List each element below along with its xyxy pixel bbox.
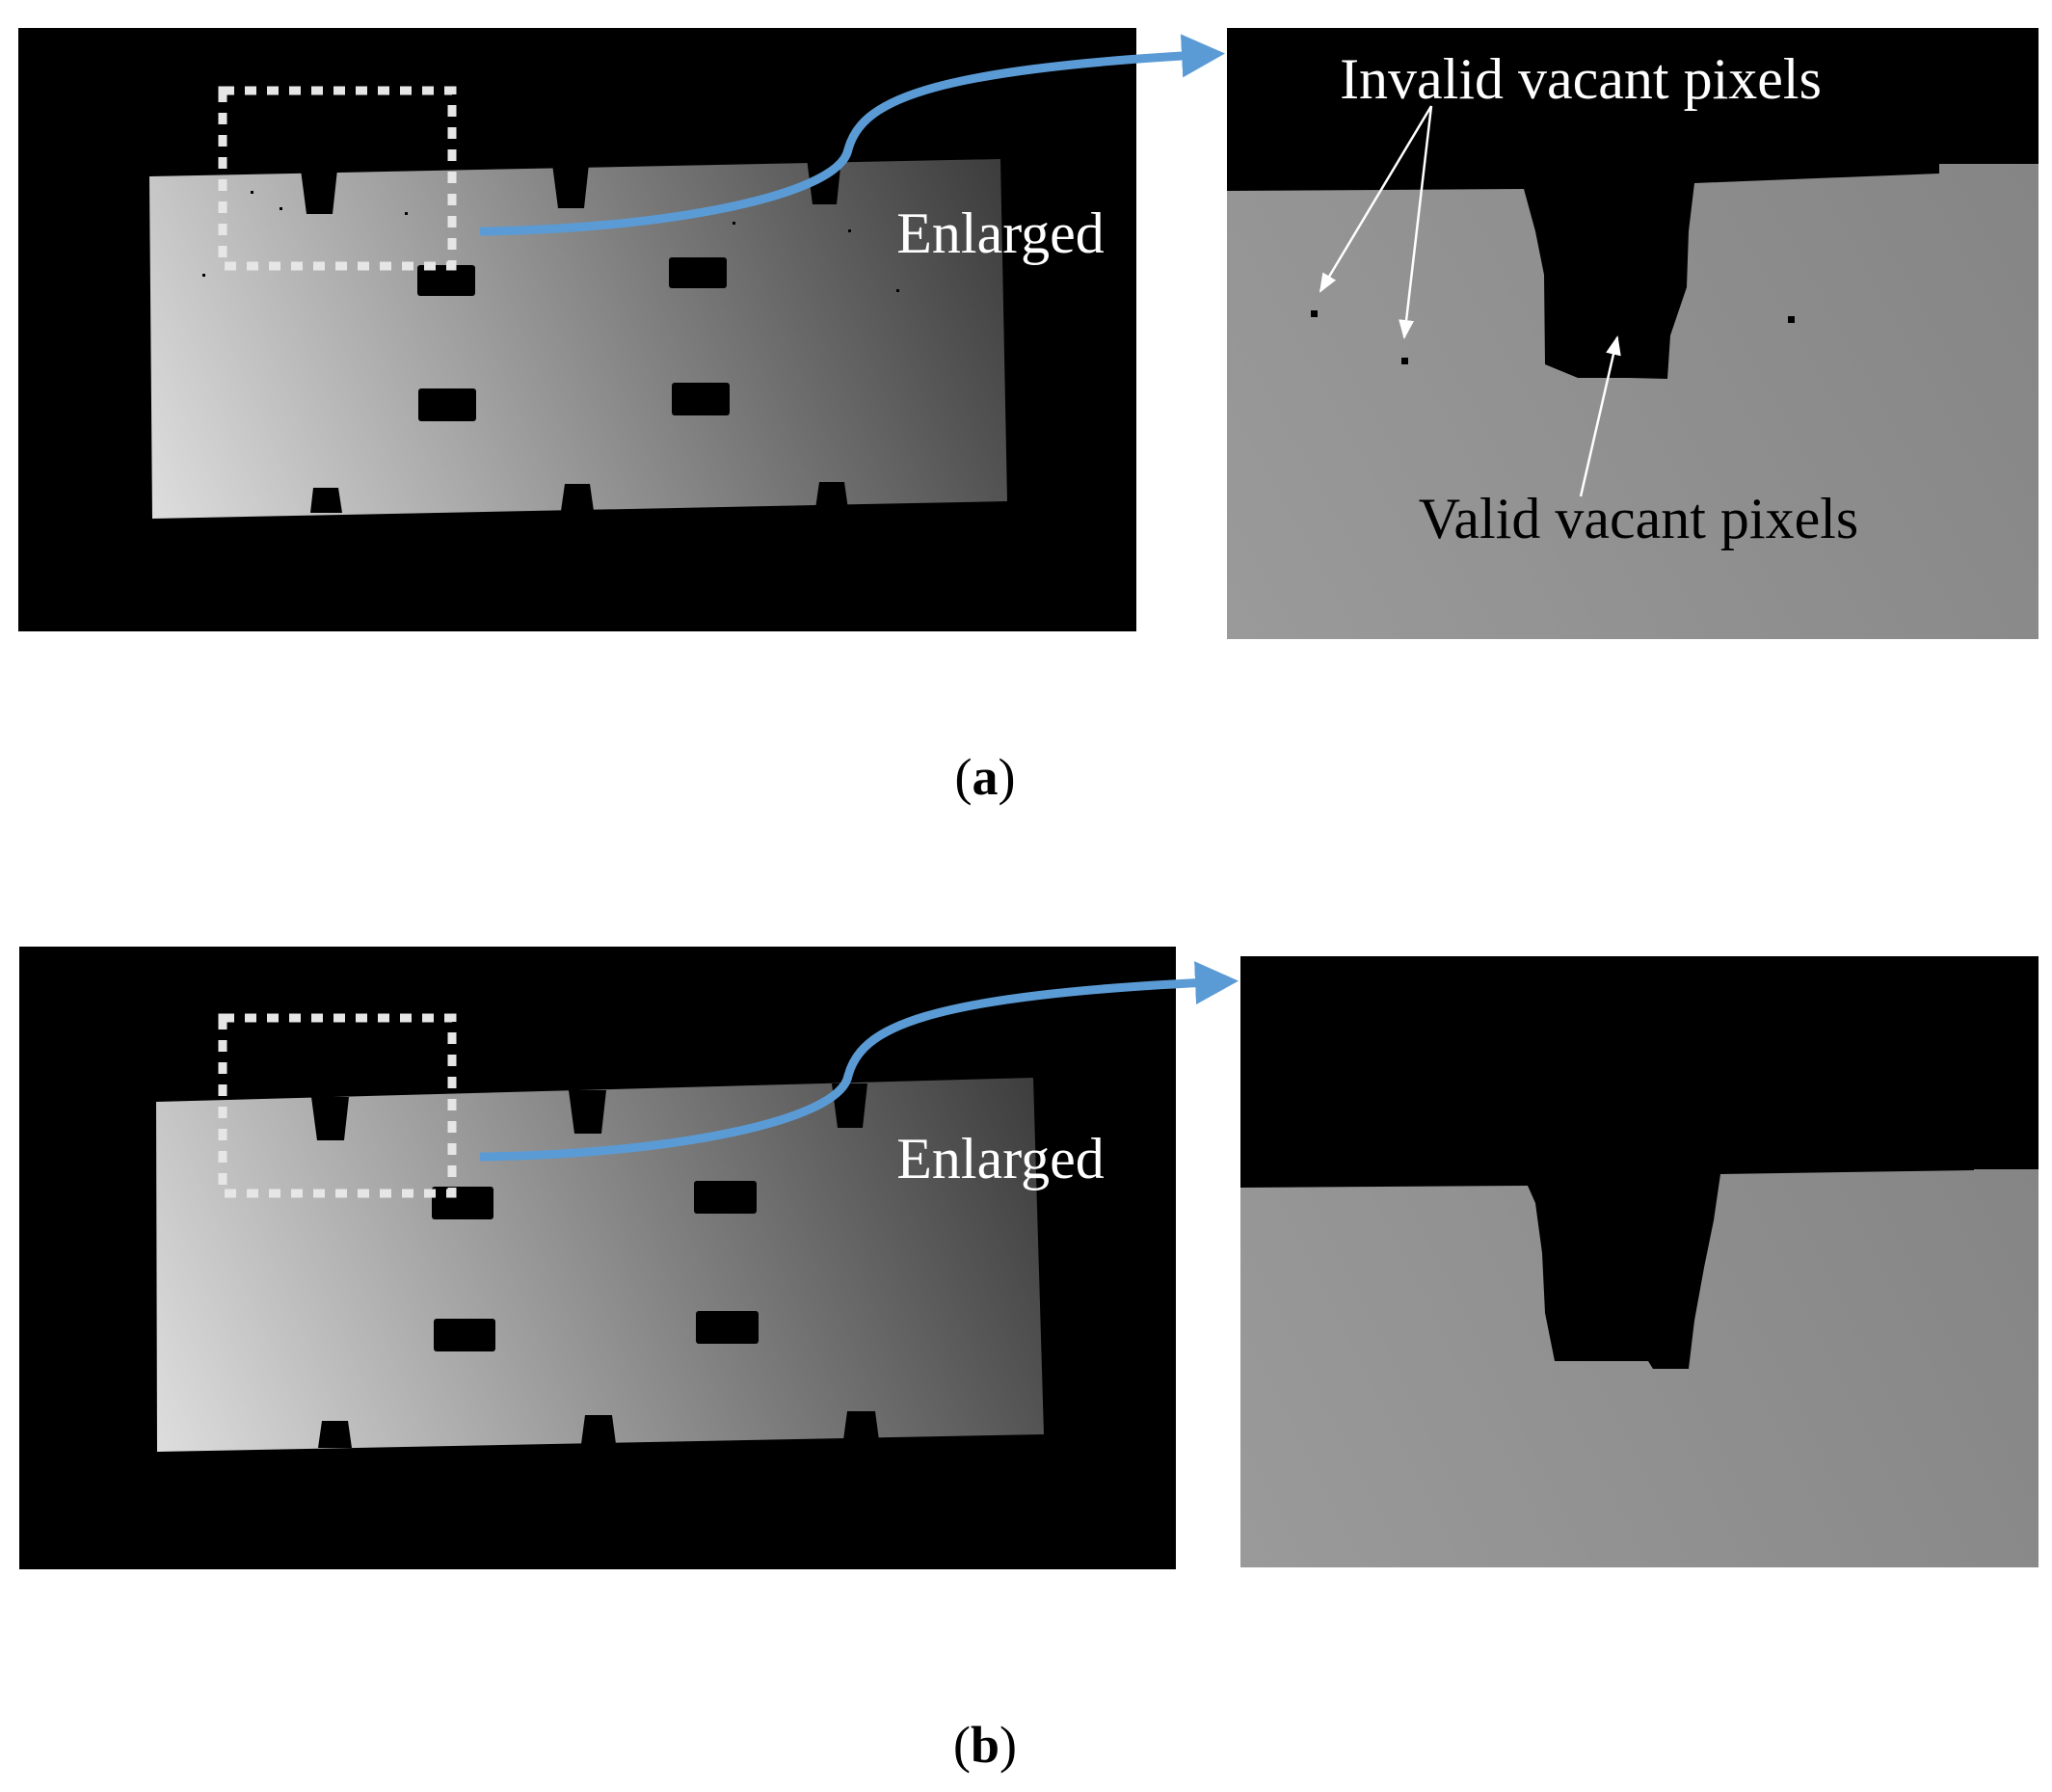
panel-a-depth-image <box>18 28 1136 631</box>
panel-b: Enlarged (b) <box>19 947 2039 1774</box>
panel-b-hole <box>432 1187 493 1219</box>
panel-a-valid-pointer <box>1579 335 1621 497</box>
panel-b-hole <box>694 1181 757 1214</box>
panel-b-depth-image <box>19 947 1176 1569</box>
panel-a-enlarged-invalid-pixel <box>1311 310 1318 317</box>
panel-b-top-notch <box>311 1097 349 1140</box>
panel-a-bottom-notch <box>561 484 594 511</box>
panel-b-enlarged-surface <box>1240 1169 2039 1567</box>
panel-a-enlarged-surface <box>1227 164 2039 639</box>
panel-a-top-notch <box>301 170 337 214</box>
panel-a-enlarged-invalid-pixel <box>1788 316 1795 323</box>
panel-b-bottom-notch <box>843 1411 879 1440</box>
panel-a-part <box>149 159 1007 519</box>
panel-b-enlarge-arrow <box>479 961 1239 1162</box>
panel-a-bottom-notch <box>310 488 342 513</box>
panel-b-part <box>156 1078 1044 1452</box>
panel-a-hole <box>669 257 727 288</box>
panel-b-caption: (b) <box>953 1716 1017 1774</box>
panel-a-invalid-pixel <box>733 222 735 225</box>
panel-a-hole <box>418 388 476 421</box>
panel-a-invalid-pixel <box>280 207 282 210</box>
panel-a-invalid-pointer <box>1319 105 1433 293</box>
panel-a-caption: (a) <box>955 748 1016 806</box>
panel-a-enlarge-arrow <box>479 34 1225 236</box>
panel-a-valid-vacant-pixels-label: Valid vacant pixels <box>1419 487 1859 550</box>
panel-a-invalid-pixel <box>848 229 851 232</box>
panel-b-enlarged-label: Enlarged <box>896 1127 1104 1190</box>
panel-a-hole <box>672 383 730 415</box>
panel-b-caption-letter: b <box>971 1716 999 1774</box>
panel-b-top-notch <box>569 1090 606 1134</box>
panel-a-bottom-notch <box>815 482 848 509</box>
panel-a-invalid-pointer <box>1399 105 1433 339</box>
panel-a-invalid-pixel <box>251 191 253 194</box>
panel-b-zoom-region-box <box>218 1013 457 1198</box>
panel-a-invalid-vacant-pixels-label: Invalid vacant pixels <box>1340 47 1822 111</box>
panel-a-invalid-pixel <box>896 289 899 292</box>
panel-a-invalid-pixel <box>202 274 205 277</box>
panel-a: Enlarged Invalid vacant pixels Valid vac… <box>18 28 2039 806</box>
panel-a-invalid-pixel <box>405 212 408 215</box>
panel-a-hole <box>417 265 475 296</box>
panel-a-top-notch <box>552 164 589 208</box>
panel-b-enlarged-view <box>1240 956 2039 1567</box>
panel-b-bottom-notch <box>581 1415 616 1444</box>
panel-a-caption-letter: a <box>973 748 999 806</box>
panel-a-zoom-region-box <box>218 86 457 271</box>
panel-a-enlarged-invalid-pixel <box>1401 358 1408 364</box>
panel-a-enlarged-view: Invalid vacant pixels Valid vacant pixel… <box>1227 28 2039 639</box>
panel-b-hole <box>696 1311 759 1344</box>
panel-a-enlarged-label: Enlarged <box>896 201 1104 265</box>
panel-b-hole <box>434 1319 495 1351</box>
panel-b-bottom-notch <box>318 1421 352 1448</box>
